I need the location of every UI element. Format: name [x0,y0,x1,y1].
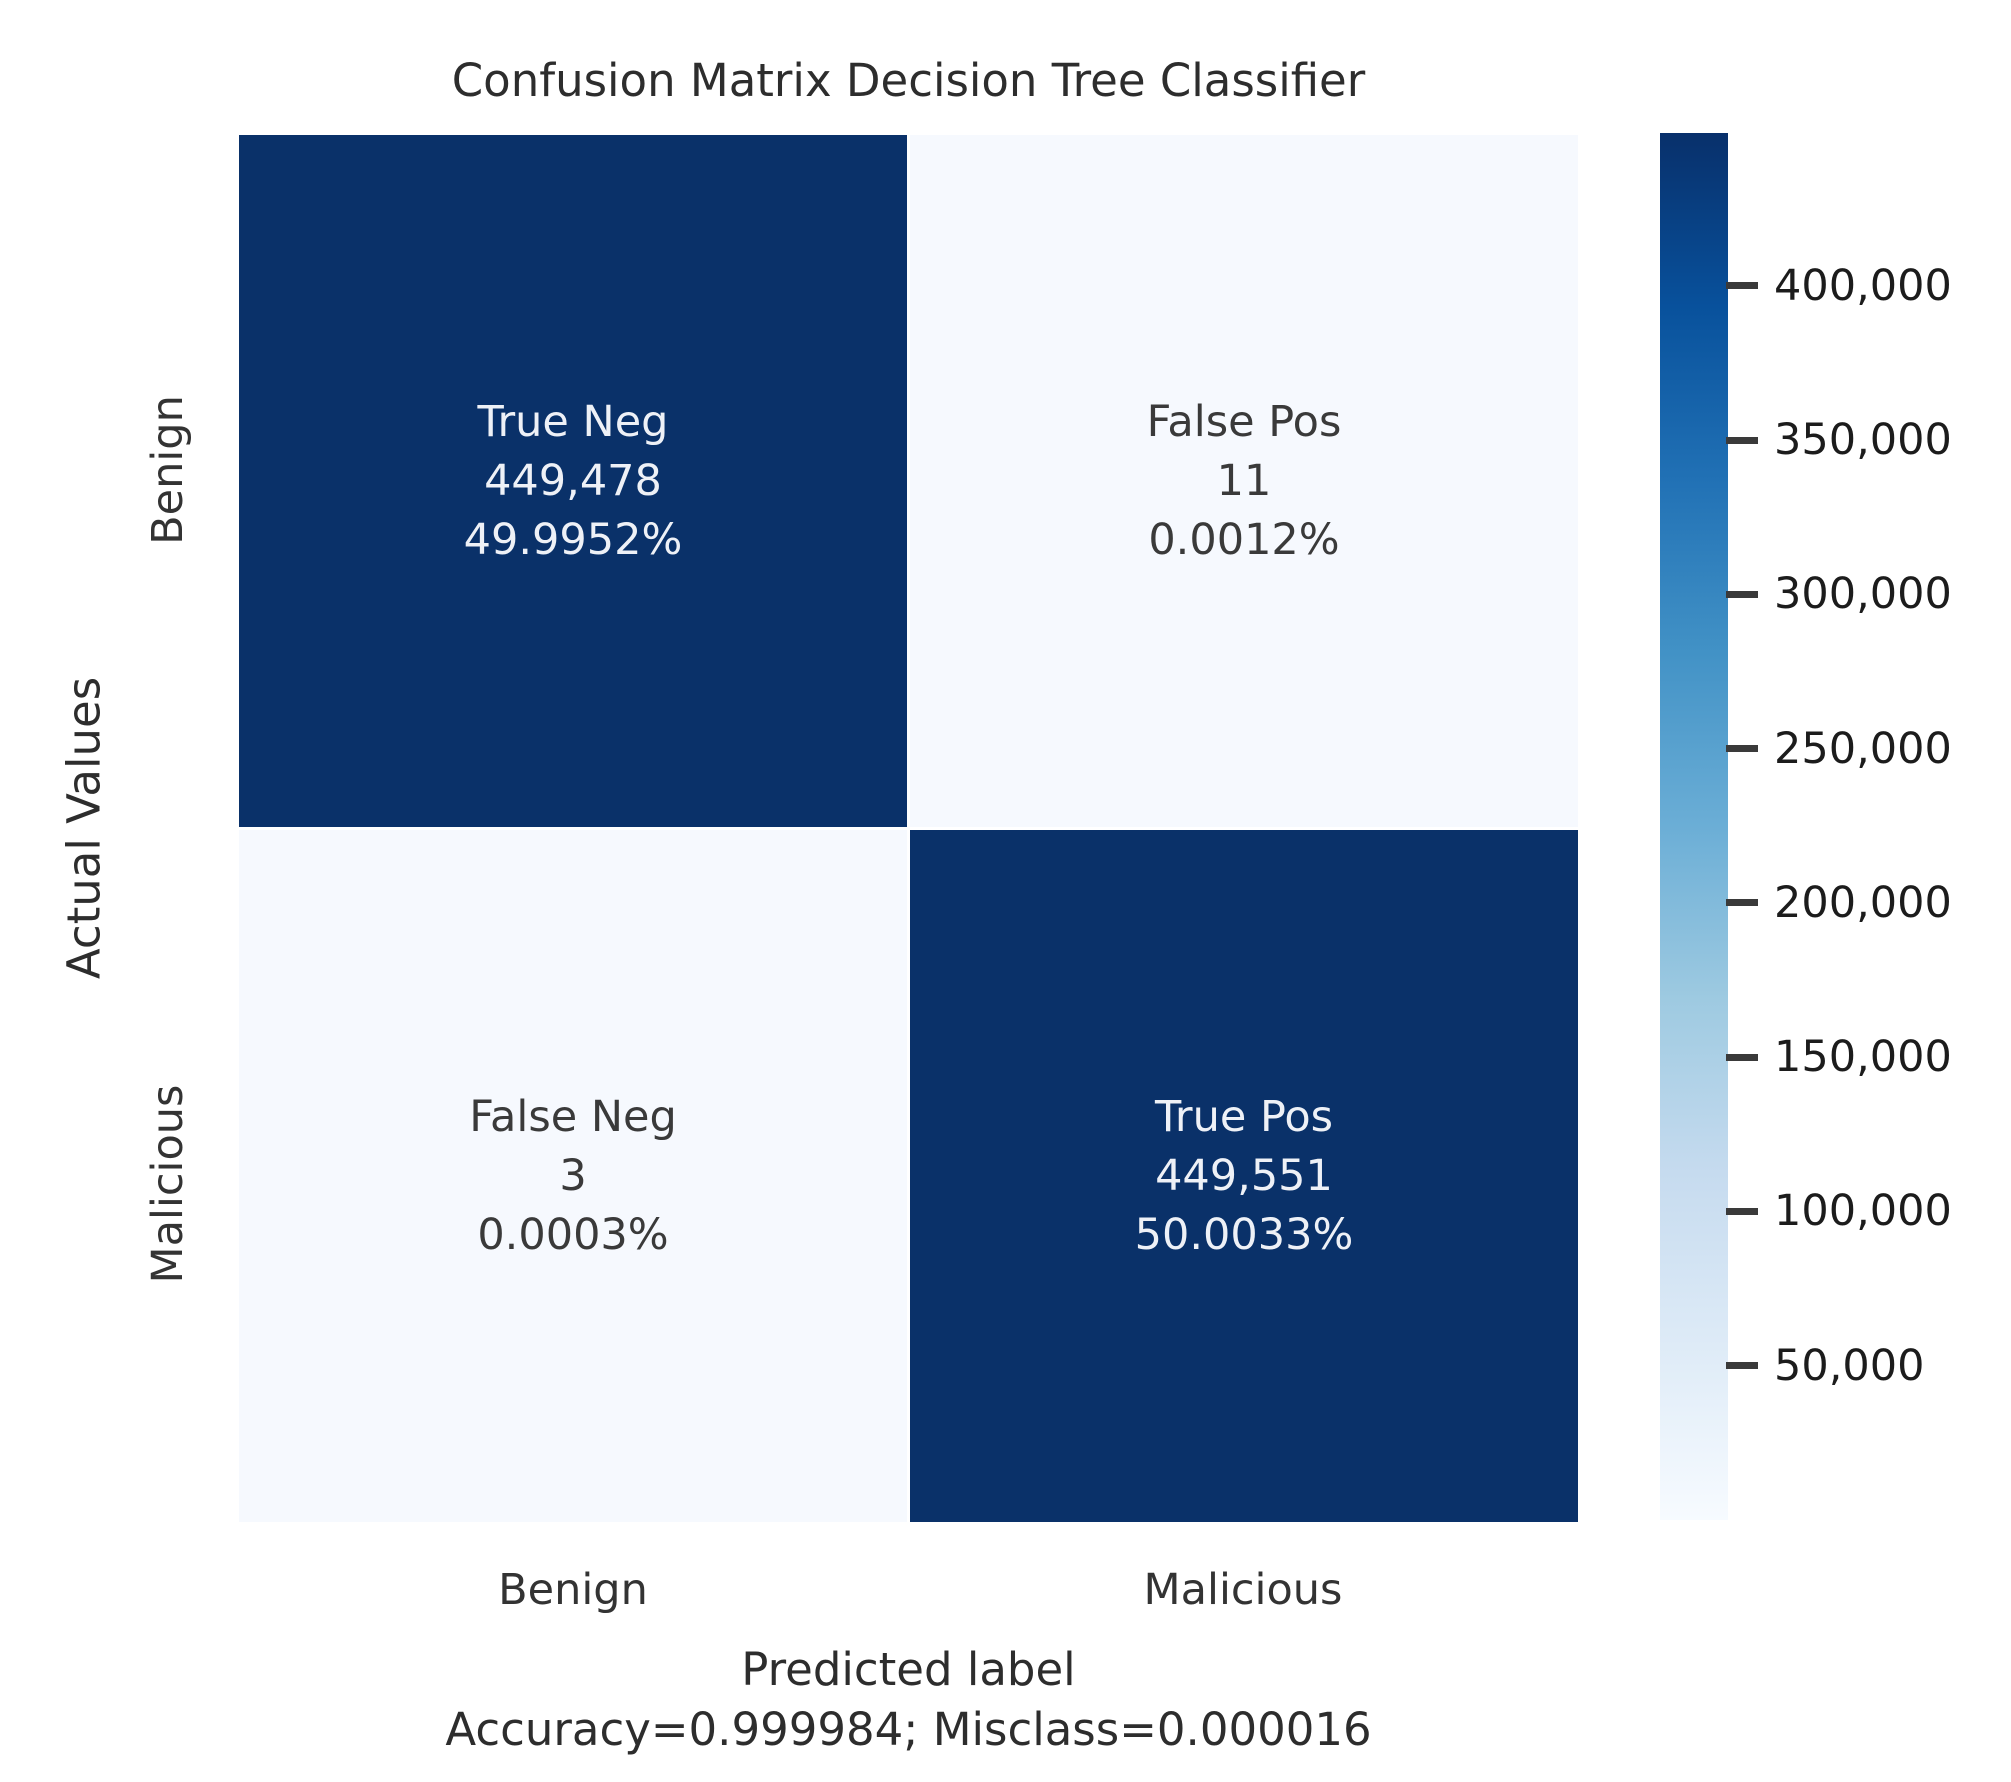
chart-title: Confusion Matrix Decision Tree Classifie… [451,54,1366,107]
cell-true-neg: True Neg 449,478 49.9952% [239,135,907,827]
y-axis-label: Actual Values [57,676,111,980]
cell-count: 449,478 [484,455,662,506]
colorbar-tick-label: 100,000 [1774,1186,1952,1237]
x-axis-label: Predicted label [741,1643,1076,1696]
colorbar-tick-label: 50,000 [1774,1340,1925,1391]
cell-false-neg: False Neg 3 0.0003% [239,830,907,1522]
colorbar-tick-mark [1726,590,1758,598]
cell-percent: 49.9952% [463,514,683,565]
colorbar-tick-label: 250,000 [1774,723,1952,774]
colorbar-tick-mark [1726,1362,1758,1370]
cell-label: False Neg [469,1091,677,1142]
cell-label: True Pos [1154,1091,1334,1142]
colorbar-tick-mark [1726,436,1758,444]
y-tick-benign: Benign [143,395,193,545]
cell-count: 3 [559,1150,587,1201]
colorbar-tick-label: 350,000 [1774,415,1952,466]
accuracy-caption: Accuracy=0.999984; Misclass=0.000016 [445,1703,1372,1756]
cell-true-pos: True Pos 449,551 50.0033% [910,830,1578,1522]
cell-count: 11 [1216,455,1272,506]
colorbar-tick-label: 400,000 [1774,260,1952,311]
cell-label: False Pos [1146,396,1342,447]
heatmap-matrix: True Neg 449,478 49.9952% False Pos 11 0… [239,135,1578,1522]
x-tick-benign: Benign [498,1565,648,1615]
x-tick-malicious: Malicious [1143,1565,1343,1615]
cell-percent: 0.0012% [1148,514,1340,565]
cell-false-pos: False Pos 11 0.0012% [910,135,1578,827]
colorbar-gradient [1660,133,1728,1520]
colorbar-tick-label: 300,000 [1774,569,1952,620]
colorbar-tick-mark [1726,1207,1758,1215]
y-tick-malicious: Malicious [143,1084,193,1284]
colorbar-tick-mark [1726,1053,1758,1061]
colorbar-tick-mark [1726,745,1758,753]
cell-percent: 0.0003% [477,1209,669,1260]
colorbar-tick-label: 200,000 [1774,877,1952,928]
colorbar-tick-label: 150,000 [1774,1032,1952,1083]
colorbar-tick-mark [1726,899,1758,907]
colorbar-tick-mark [1726,282,1758,290]
cell-percent: 50.0033% [1134,1209,1354,1260]
cell-label: True Neg [477,396,669,447]
cell-count: 449,551 [1155,1150,1333,1201]
